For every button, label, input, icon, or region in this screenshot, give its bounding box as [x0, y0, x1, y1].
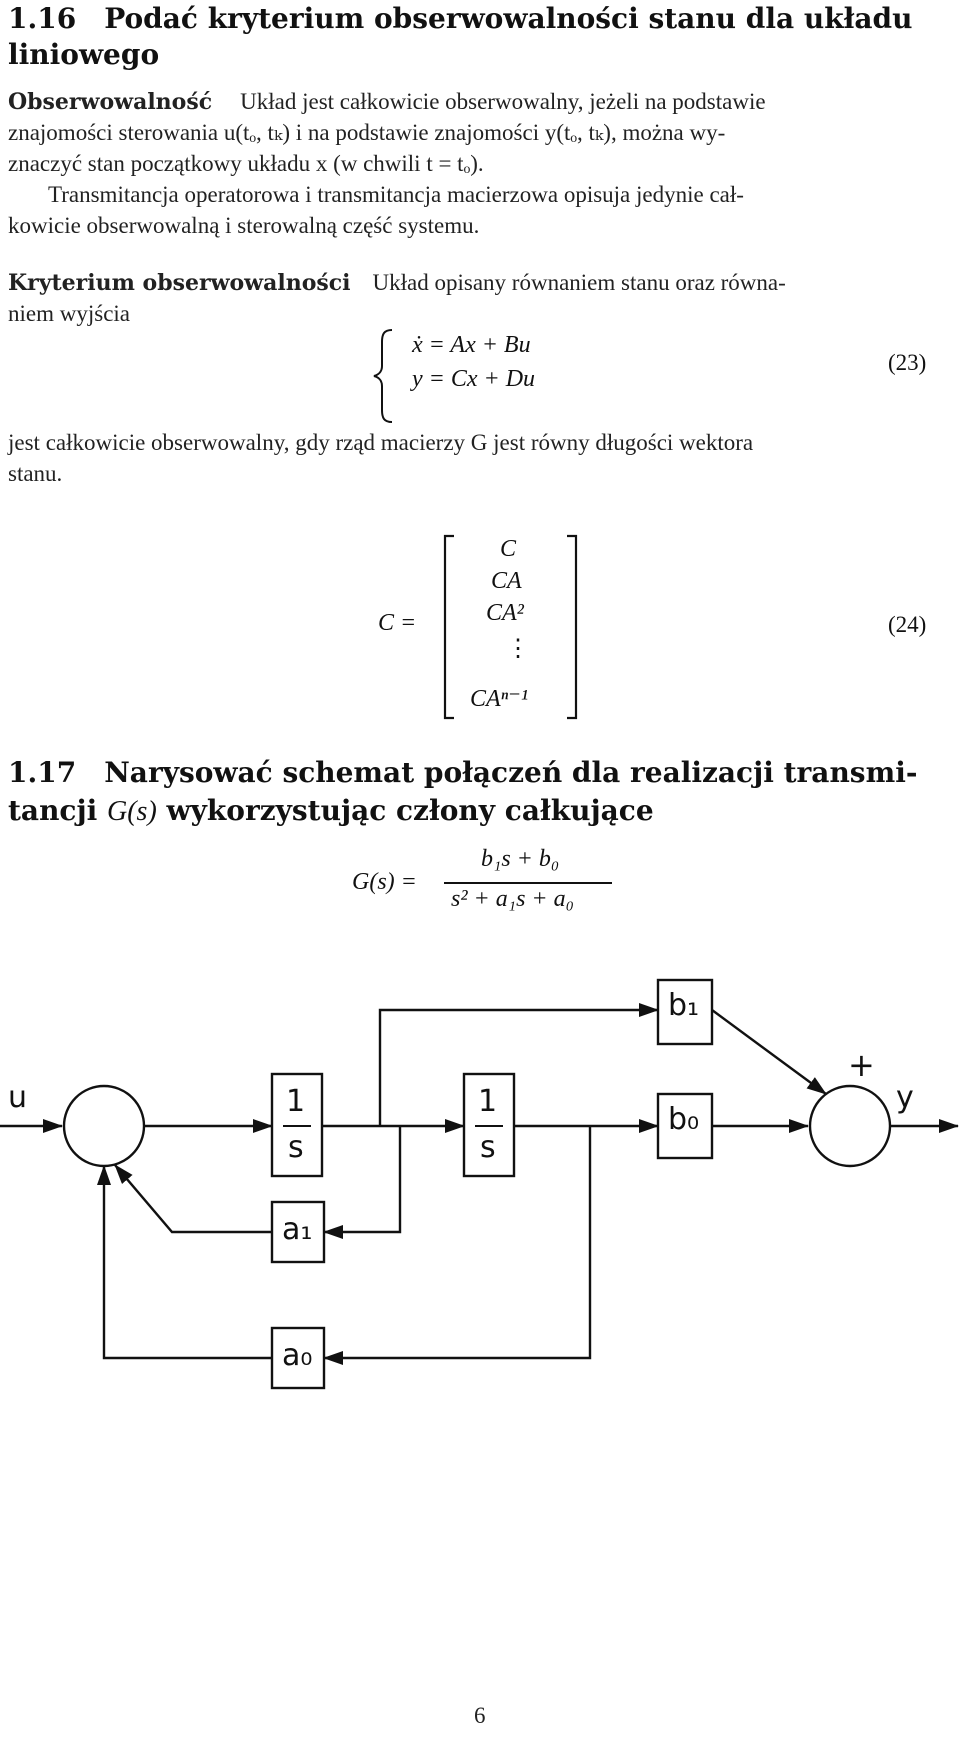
kryterium-head: Kryterium obserwowalności: [8, 270, 351, 296]
transfer-denominator: s² + a₁s + a₀: [451, 886, 574, 912]
equation-number-24: (24): [888, 612, 927, 637]
transfer-numerator: b₁s + b₀: [481, 846, 560, 872]
integrator2-numerator: 1: [478, 1084, 498, 1119]
a0-label: a₀: [282, 1338, 313, 1373]
integrator2-denominator: s: [480, 1130, 496, 1165]
obserwowalnosc-text1: Układ jest całkowicie obserwowalny, jeże…: [240, 89, 766, 114]
title-post: wykorzystując człony całkujące: [156, 794, 654, 827]
matrix-row-4: ⋮: [506, 636, 530, 662]
obserwowalnosc-line2: znajomości sterowania u(tₒ, tₖ) i na pod…: [8, 120, 726, 145]
title-math: G(s): [107, 796, 157, 827]
matrix-row-2: CA: [491, 568, 522, 594]
b1-label: b₁: [668, 988, 700, 1023]
a1-feedback-to-sum: [114, 1164, 272, 1234]
transfer-lhs: G(s) =: [352, 869, 417, 895]
obserwowalnosc-head: Obserwowalność: [8, 89, 213, 115]
kryterium-after1: jest całkowicie obserwowalny, gdy rząd m…: [8, 430, 754, 455]
kryterium-text1: Układ opisany równaniem stanu oraz równa…: [372, 270, 786, 295]
b0-box: [656, 1092, 714, 1160]
title-pre: tancji: [8, 794, 107, 827]
kryterium-line1: Kryterium obserwowalności Układ opisany r…: [8, 267, 786, 299]
matrix-row-3: CA²: [486, 600, 524, 626]
section-number: 1.17: [8, 756, 77, 789]
system-brace: [373, 329, 393, 423]
obserwowalnosc-line5: kowicie obserwowalną i sterowalną część …: [8, 213, 480, 238]
equation-number-23: (23): [888, 350, 927, 375]
section-1-17-heading: 1.17 Narysować schemat połączeń dla reali…: [8, 754, 917, 792]
a1-label: a₁: [282, 1212, 313, 1247]
matrix-lhs: C =: [378, 610, 417, 636]
fraction-bar: [444, 882, 612, 884]
a0-feedback-to-sum: [97, 1165, 272, 1360]
b0-label: b₀: [668, 1102, 700, 1137]
diagram-input-label: u: [8, 1080, 28, 1115]
matrix-row-5: CAⁿ⁻¹: [470, 686, 529, 712]
branch-to-b1: [378, 1003, 659, 1126]
section-title-line1: Podać kryterium obserwowalności stanu dl…: [104, 2, 913, 35]
diagram-plus-label: +: [848, 1046, 875, 1084]
matrix-row-1: C: [500, 536, 517, 562]
section-1-16-heading-line2: liniowego: [8, 38, 160, 71]
state-equation: ẋ = Ax + Bu: [412, 332, 531, 358]
output-equation: y = Cx + Du: [412, 366, 536, 392]
section-1-17-heading-line2: tancji G(s) wykorzystując człony całkują…: [8, 792, 654, 831]
arrow-b1-to-output-sum: [711, 1009, 827, 1095]
a0-box: [270, 1326, 326, 1390]
b1-box: [656, 978, 714, 1046]
section-1-16-heading: 1.16 Podać kryterium obserwowalności stan…: [8, 0, 912, 38]
integrator1-numerator: 1: [286, 1084, 306, 1119]
kryterium-after2: stanu.: [8, 461, 63, 486]
section-number: 1.16: [8, 2, 77, 35]
integrator1-denominator: s: [288, 1130, 304, 1165]
obserwowalnosc-line3: znaczyć stan początkowy układu x (w chwi…: [8, 151, 484, 176]
matrix-right-bracket: [567, 534, 578, 720]
obserwowalnosc-line1: Obserwowalność Układ jest całkowicie obse…: [8, 86, 766, 118]
diagram-output-label: y: [896, 1080, 914, 1115]
matrix-left-bracket: [443, 534, 454, 720]
kryterium-line2: niem wyjścia: [8, 301, 130, 326]
output-summing-junction: [808, 1084, 892, 1168]
branch-to-a0: [323, 1126, 592, 1365]
branch-to-a1: [323, 1126, 402, 1239]
section-title-line1: Narysować schemat połączeń dla realizacj…: [104, 756, 918, 789]
obserwowalnosc-line4: Transmitancja operatorowa i transmitancj…: [48, 182, 744, 207]
input-summing-junction: [62, 1084, 146, 1168]
page-number: 6: [474, 1703, 486, 1728]
block-diagram: [0, 978, 959, 1390]
